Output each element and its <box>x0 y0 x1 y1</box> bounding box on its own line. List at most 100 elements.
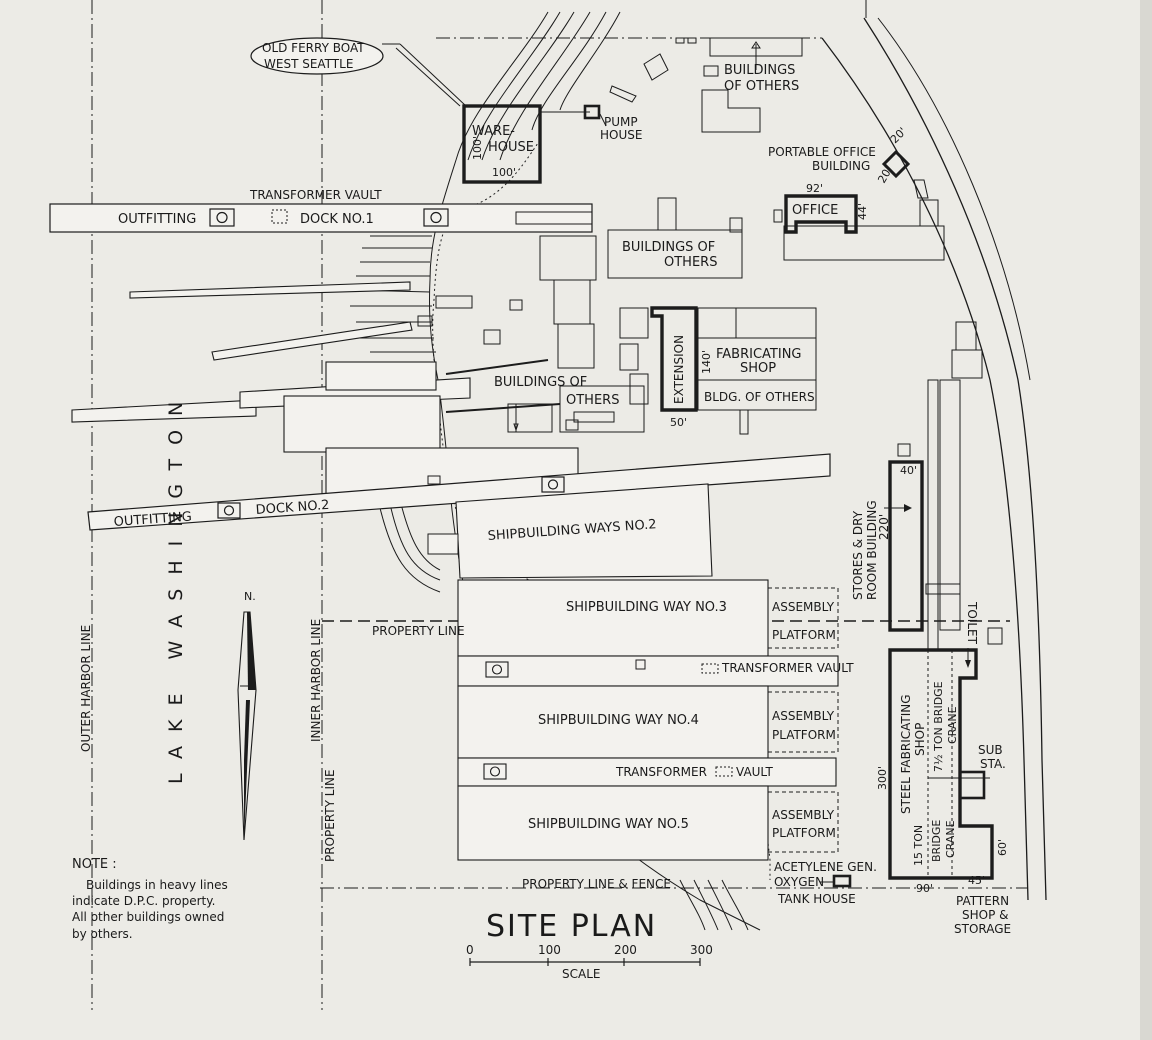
portable-dim-2: 20' <box>875 164 895 185</box>
scale-tick-200: 200 <box>614 943 637 957</box>
fab-dim-h: 140' <box>700 350 713 374</box>
scale-tick-0: 0 <box>466 943 474 957</box>
note-line-4: by others. <box>72 927 133 941</box>
property-line-label: PROPERTY LINE <box>372 624 465 638</box>
lake-washington-label: LAKE WASHINGTON <box>165 388 187 784</box>
fabricating-shop-others <box>619 307 817 435</box>
scale-bar <box>469 958 701 966</box>
assembly-platforms <box>767 587 839 853</box>
portable-office-label-1: PORTABLE OFFICE <box>768 145 876 159</box>
bo-mid-label-2: OTHERS <box>664 255 717 270</box>
crane1-label-1: 7½ TON BRIDGE <box>932 681 945 772</box>
substation-label-1: SUB <box>978 743 1003 757</box>
transformer-low-b: VAULT <box>736 765 773 779</box>
property-line-v-label: PROPERTY LINE <box>323 769 337 862</box>
steel-shop-dim: 300' <box>876 766 889 790</box>
ferry-label-1: OLD FERRY BOAT <box>262 41 365 55</box>
north-arrow <box>237 611 257 841</box>
way5-label: SHIPBUILDING WAY NO.5 <box>528 817 689 832</box>
page-edge <box>1140 0 1152 1040</box>
stores-label-2: ROOM BUILDING <box>865 500 879 600</box>
steel-fabricating-shop <box>888 648 994 880</box>
stores-dry-room <box>884 443 924 632</box>
office-dim-w: 92' <box>806 182 823 195</box>
pump-house-label-2: HOUSE <box>600 128 642 142</box>
bo-low-label-1: BUILDINGS OF <box>494 375 587 390</box>
toilet-label: TOILET <box>965 601 979 645</box>
scale-tick-100: 100 <box>538 943 561 957</box>
acetylene-tank-house <box>832 874 852 888</box>
acetylene-label-1: ACETYLENE GEN. <box>774 860 877 874</box>
scale-label: SCALE <box>562 967 600 981</box>
road-lines <box>821 17 1047 901</box>
dim-45: 45' <box>968 874 985 887</box>
note-line-3: All other buildings owned <box>72 910 224 924</box>
text-labels: OLD FERRY BOAT WEST SEATTLE TRANSFORMER … <box>72 41 1011 981</box>
ferry-callout <box>250 37 384 75</box>
stores-dim: 40' <box>900 464 917 477</box>
note-line-1: Buildings in heavy lines <box>86 878 228 892</box>
fab-dim-w: 50' <box>670 416 687 429</box>
warehouse <box>462 104 590 184</box>
buildings-of-others-top <box>609 37 803 133</box>
transformer-vault-label: TRANSFORMER VAULT <box>249 188 382 202</box>
platform-1: PLATFORM <box>772 628 836 642</box>
right-strip-buildings <box>925 321 1003 651</box>
assembly-2: ASSEMBLY <box>772 709 835 723</box>
dock1-outfitting: OUTFITTING <box>118 212 196 227</box>
pattern-label-1: PATTERN <box>956 894 1009 908</box>
note-line-2: indicate D.P.C. property. <box>72 894 215 908</box>
ferry-label-2: WEST SEATTLE <box>264 57 353 71</box>
shoreline-contours <box>349 11 761 931</box>
crane1-label-2: CRANE <box>946 706 959 744</box>
dim-90: 90' <box>916 882 933 895</box>
dock1-name: DOCK NO.1 <box>300 212 374 227</box>
way3-label: SHIPBUILDING WAY NO.3 <box>566 600 727 615</box>
stores-label-1: STORES & DRY <box>851 510 865 600</box>
office-dim-h: 44' <box>856 203 869 220</box>
acetylene-label-2: OXYGEN <box>774 875 824 889</box>
transformer-vault-mid-label: TRANSFORMER VAULT <box>721 661 854 675</box>
bo-top-label-2: OF OTHERS <box>724 79 799 94</box>
crane2-label-1: 15 TON <box>912 825 925 866</box>
pump-house <box>583 104 601 120</box>
substation-label-2: STA. <box>980 757 1006 771</box>
platform-2: PLATFORM <box>772 728 836 742</box>
fab-shop-label-1: FABRICATING <box>716 347 802 362</box>
transformer-low-a: TRANSFORMER <box>615 765 707 779</box>
buildings-of-others-mid <box>417 197 743 369</box>
dock-no1 <box>49 203 593 233</box>
fab-shop-label-2: SHOP <box>740 361 776 376</box>
assembly-1: ASSEMBLY <box>772 600 835 614</box>
callout-lines <box>382 43 607 127</box>
stores-label-3: 220' <box>877 514 891 540</box>
crane2-label-3: CRANE <box>944 820 957 858</box>
warehouse-dim-h: 100' <box>471 136 484 160</box>
extension-label: EXTENSION <box>672 335 686 404</box>
bo-low-label-2: OTHERS <box>566 393 619 408</box>
pattern-label-2: SHOP & <box>962 908 1009 922</box>
warehouse-dim-w: 100' <box>492 166 516 179</box>
steel-shop-label-2: SHOP <box>913 723 927 756</box>
assembly-3: ASSEMBLY <box>772 808 835 822</box>
crane2-label-2: BRIDGE <box>930 820 943 862</box>
steel-shop-label-1: STEEL FABRICATING <box>899 694 913 814</box>
bo-top-label-1: BUILDINGS <box>724 63 795 78</box>
bo-mid-label-1: BUILDINGS OF <box>622 240 715 255</box>
portable-dim-1: 20' <box>888 125 909 146</box>
warehouse-label-2: HOUSE <box>488 140 534 155</box>
warehouse-label-1: WARE- <box>472 124 515 139</box>
dim-60: 60' <box>996 839 1009 856</box>
pattern-label-3: STORAGE <box>954 922 1011 936</box>
fence-label: PROPERTY LINE & FENCE <box>522 877 671 891</box>
fabricating-extension <box>650 306 698 412</box>
pump-house-label-1: PUMP <box>604 115 638 129</box>
platform-3: PLATFORM <box>772 826 836 840</box>
note-heading: NOTE : <box>72 857 117 872</box>
inner-harbor-label: INNER HARBOR LINE <box>309 619 323 742</box>
way4-label: SHIPBUILDING WAY NO.4 <box>538 713 699 728</box>
portable-office-label-2: BUILDING <box>812 159 870 173</box>
office-label: OFFICE <box>792 203 838 218</box>
outer-harbor-label: OUTER HARBOR LINE <box>79 625 93 752</box>
